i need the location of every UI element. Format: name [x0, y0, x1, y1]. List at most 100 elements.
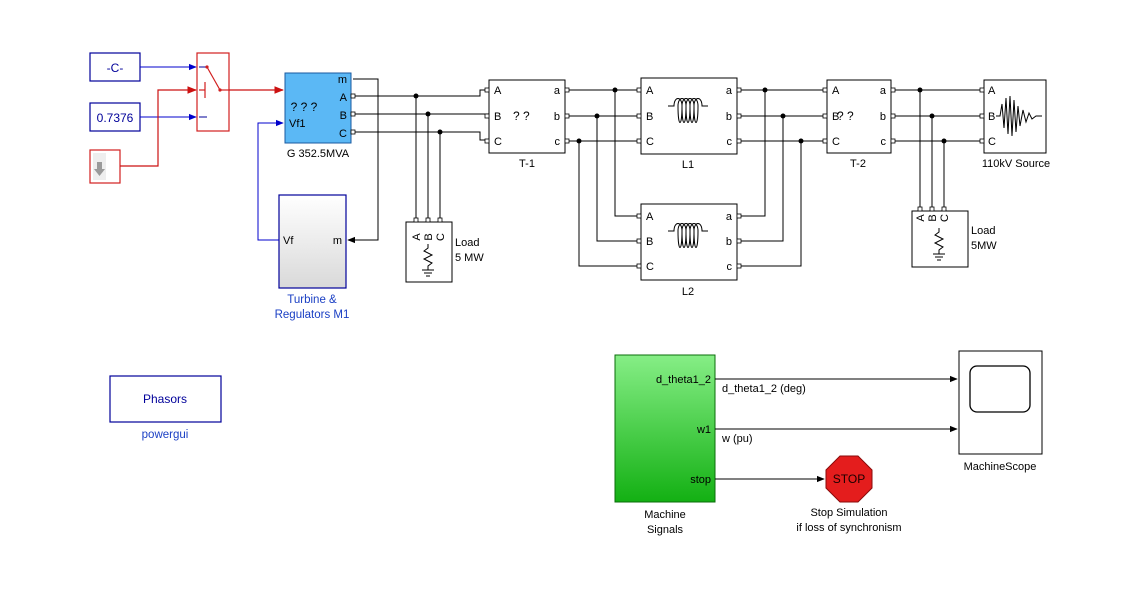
load2-port-b: B [927, 214, 939, 221]
load2-port-a: A [915, 214, 927, 222]
turbine-name-line2: Regulators M1 [275, 309, 350, 321]
load2-name-line1: Load [971, 225, 995, 237]
transformer-t1-block[interactable]: ? ? A B C a b c [484, 79, 570, 154]
t2-port-c-in: C [832, 136, 840, 148]
t1-port-b-in: B [494, 111, 501, 123]
source-110kv-block[interactable]: A B C [979, 79, 1047, 154]
load1-port-b: B [423, 233, 435, 240]
transformer-t2-block[interactable]: ? ? A B C a b c [822, 79, 896, 154]
line-l1-block[interactable]: A B C a b c [636, 77, 742, 155]
ms-port-stop: stop [690, 474, 711, 486]
load-5mw-left-block[interactable]: A B C [405, 217, 453, 283]
source-port-b: B [988, 111, 995, 123]
t1-port-a-in: A [494, 85, 502, 97]
l1-port-c-in: C [646, 136, 654, 148]
t1-port-b-out: b [554, 111, 560, 123]
t1-port-c-in: C [494, 136, 502, 148]
load1-port-c: C [435, 233, 447, 241]
t1-port-a-out: a [554, 85, 561, 97]
stop-sign-icon [825, 455, 873, 503]
t1-port-c-out: c [555, 136, 561, 148]
signal-label-w: w (pu) [721, 433, 753, 445]
machine-scope-block[interactable] [958, 350, 1043, 455]
l1-name: L1 [682, 159, 694, 171]
manual-switch-block[interactable] [196, 52, 230, 132]
l2-port-a-in: A [646, 211, 654, 223]
powergui-block[interactable]: Phasors [109, 375, 222, 423]
inductor-coil-icon [668, 98, 708, 123]
load2-port-c: C [939, 214, 951, 222]
line-l2-block[interactable]: A B C a b c [636, 203, 742, 281]
t2-port-b-in: B [832, 111, 839, 123]
l1-port-a-out: a [726, 85, 733, 97]
source-port-a: A [988, 85, 996, 97]
generator-port-vf1: Vf1 [289, 118, 306, 130]
stop-inner-label: STOP [833, 472, 865, 486]
machine-signals-block[interactable]: d_theta1_2 w1 stop [614, 354, 716, 503]
source-port-c: C [988, 136, 996, 148]
stop-name-line2: if loss of synchronism [796, 522, 901, 534]
t2-port-b-out: b [880, 111, 886, 123]
signal-label-dtheta: d_theta1_2 (deg) [722, 383, 806, 395]
load1-port-a: A [411, 233, 423, 241]
t2-port-c-out: c [881, 136, 887, 148]
power-wiring [355, 87, 984, 267]
l1-port-c-out: c [727, 136, 733, 148]
input-signal-wires [120, 63, 284, 167]
step-input-block[interactable] [89, 149, 121, 184]
turbine-name-line1: Turbine & [287, 294, 337, 306]
t2-port-a-out: a [880, 85, 887, 97]
l1-port-a-in: A [646, 85, 654, 97]
l2-name: L2 [682, 286, 694, 298]
inductor-coil-icon [668, 223, 708, 248]
l1-port-b-in: B [646, 111, 653, 123]
scope-name: MachineScope [964, 461, 1037, 473]
l2-port-b-out: b [726, 236, 732, 248]
turbine-port-vf: Vf [283, 235, 294, 247]
load2-name-line2: 5MW [971, 240, 997, 252]
stop-simulation-block[interactable]: STOP [825, 455, 873, 503]
control-wires [257, 78, 379, 244]
measurement-signal-wires [715, 375, 958, 483]
turbine-port-m: m [333, 235, 342, 247]
generator-name: G 352.5MVA [287, 148, 350, 160]
stop-name-line1: Stop Simulation [810, 507, 887, 519]
ms-name-line2: Signals [647, 524, 684, 536]
t1-inner-label: ? ? [513, 109, 530, 123]
ms-port-dtheta: d_theta1_2 [656, 374, 711, 386]
generator-port-a: A [340, 92, 348, 104]
l1-port-b-out: b [726, 111, 732, 123]
resistor-ground-icon [933, 228, 945, 261]
t2-name: T-2 [850, 158, 866, 170]
generator-inner-label: ? ? ? [291, 100, 318, 114]
generator-port-m: m [338, 74, 347, 86]
powergui-name: powergui [142, 429, 189, 441]
down-arrow-icon [94, 162, 105, 176]
l2-port-c-in: C [646, 261, 654, 273]
t1-name: T-1 [519, 158, 535, 170]
constant-value-block[interactable]: 0.7376 [89, 102, 141, 132]
ms-name-line1: Machine [644, 509, 686, 521]
scope-screen-icon [969, 365, 1031, 413]
constant-c-label: -C- [107, 61, 124, 75]
ms-port-w1: w1 [696, 424, 711, 436]
generator-block[interactable]: ? ? ? m A B C Vf1 [284, 72, 356, 144]
constant-value-label: 0.7376 [97, 111, 134, 125]
load-5mw-right-block[interactable]: A B C [911, 206, 969, 268]
load1-name-line2: 5 MW [455, 252, 484, 264]
t2-inner-label: ? ? [837, 109, 854, 123]
constant-c-block[interactable]: -C- [89, 52, 141, 82]
generator-port-c: C [339, 128, 347, 140]
source-name: 110kV Source [982, 158, 1050, 170]
turbine-regulators-block[interactable]: Vf m [278, 194, 347, 289]
l2-port-a-out: a [726, 211, 733, 223]
load1-name-line1: Load [455, 237, 479, 249]
powergui-inner-label: Phasors [143, 392, 187, 406]
t2-port-a-in: A [832, 85, 840, 97]
l2-port-c-out: c [727, 261, 733, 273]
generator-port-b: B [340, 110, 347, 122]
waveform-icon [996, 95, 1042, 137]
l2-port-b-in: B [646, 236, 653, 248]
resistor-ground-icon [422, 244, 434, 277]
